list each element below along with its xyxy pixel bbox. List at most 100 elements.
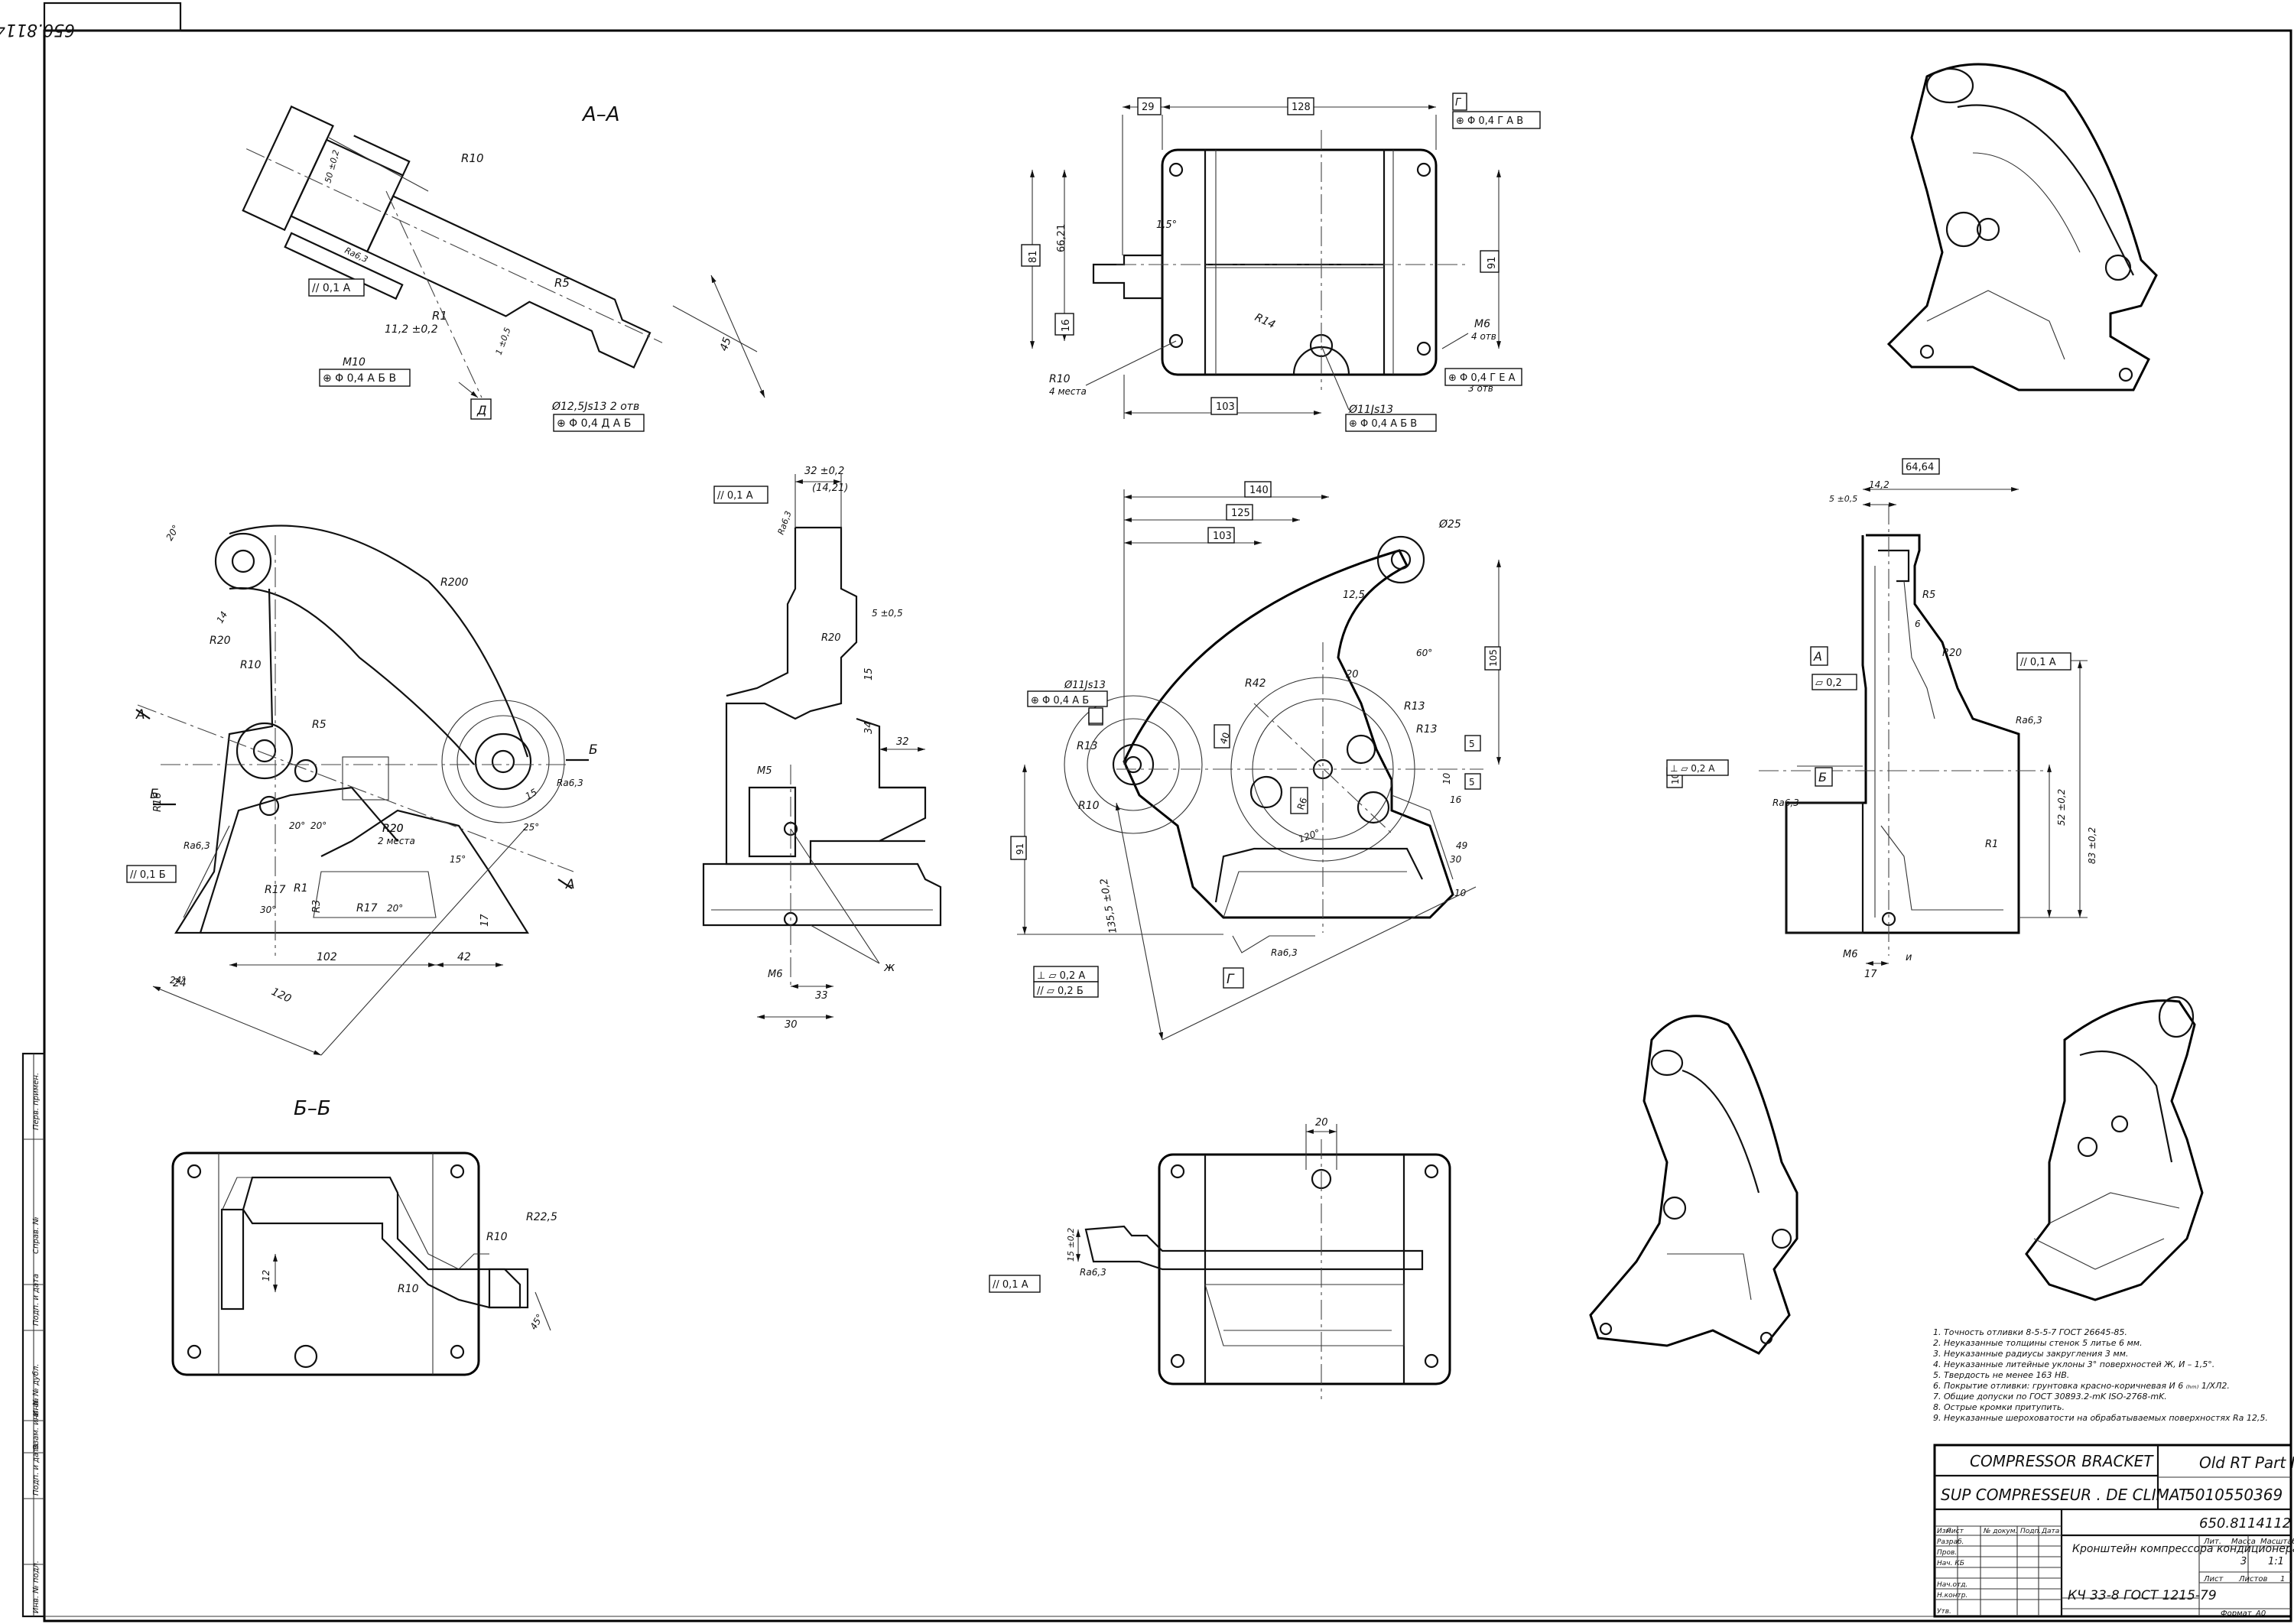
svg-text:R10: R10: [1049, 373, 1071, 385]
svg-text:R10: R10: [461, 151, 484, 165]
svg-text:1: 1: [2280, 1575, 2285, 1583]
svg-text:8. Острые кромки притупить.: 8. Острые кромки притупить.: [1933, 1402, 2065, 1412]
svg-text:15: 15: [524, 787, 539, 802]
svg-text:M10: M10: [343, 356, 366, 369]
svg-text:Взам. инв. №: Взам. инв. №: [32, 1398, 41, 1450]
svg-text:66,21: 66,21: [1056, 224, 1067, 252]
corner-stamp: 650.8114112: [0, 20, 75, 39]
svg-text:102: 102: [317, 951, 337, 963]
svg-text:R17: R17: [265, 884, 286, 896]
svg-text:R14: R14: [1253, 311, 1277, 331]
svg-text:Разраб.: Разраб.: [1937, 1538, 1964, 1546]
svg-text:1. Точность отливки 8-5-5-7 ГО: 1. Точность отливки 8-5-5-7 ГОСТ 26645-8…: [1933, 1327, 2127, 1337]
svg-text:Дата: Дата: [2041, 1528, 2059, 1535]
svg-text:Утв.: Утв.: [1937, 1608, 1951, 1616]
svg-text:16: 16: [1450, 794, 1462, 805]
svg-text:10: 10: [1441, 772, 1452, 784]
svg-text:Г: Г: [1227, 972, 1235, 987]
svg-text:Нач. КБ: Нач. КБ: [1937, 1560, 1964, 1567]
svg-text:R10: R10: [486, 1231, 508, 1243]
top-view-dims: 29 128 81 66,21 91 16 1,5° R14 R10 4 мес…: [1021, 93, 1541, 432]
svg-text:12: 12: [261, 1270, 271, 1281]
svg-text:R10: R10: [398, 1283, 419, 1295]
sheet-frame: [21, 2, 2292, 1622]
svg-text:R20: R20: [210, 635, 231, 647]
svg-text:91: 91: [1487, 256, 1498, 269]
svg-text:// 0,1 А: // 0,1 А: [717, 490, 753, 502]
section-aa-title: А–А: [581, 103, 620, 126]
svg-text:140: 140: [1249, 485, 1269, 496]
svg-text:1,5°: 1,5°: [1156, 219, 1177, 231]
svg-text:4 отв: 4 отв: [1471, 331, 1496, 342]
svg-text:Б: Б: [150, 787, 159, 802]
section-aa-view: [242, 105, 765, 420]
svg-text:105: 105: [1488, 649, 1499, 667]
svg-text:M6: M6: [1843, 949, 1858, 960]
svg-text:103: 103: [1213, 531, 1232, 542]
svg-text:5010550369: 5010550369: [2185, 1486, 2283, 1504]
svg-text:Ra6,3: Ra6,3: [557, 778, 583, 788]
svg-text:Г: Г: [1455, 97, 1462, 109]
svg-text:// 0,1 А: // 0,1 А: [312, 282, 351, 294]
svg-text:R22,5: R22,5: [526, 1211, 557, 1223]
svg-text:Справ. №: Справ. №: [32, 1216, 41, 1254]
svg-text:А: А: [135, 707, 145, 723]
svg-text:3. Неуказанные радиусы закругл: 3. Неуказанные радиусы закругления 3 мм.: [1933, 1349, 2128, 1359]
svg-text:// 0,1 Б: // 0,1 Б: [130, 869, 166, 881]
svg-text:7. Общие допуски по ГОСТ 30893: 7. Общие допуски по ГОСТ 30893.2-mK ISO-…: [1933, 1392, 2167, 1402]
svg-text:20°: 20°: [310, 820, 327, 831]
svg-text:R20: R20: [382, 823, 404, 835]
section-aa-dims: R10 R5 R1 11,2 ±0,2 M10 Ø12,5Js13 2 отв …: [308, 149, 734, 432]
section-bb-title: Б–Б: [294, 1097, 331, 1120]
svg-text:Лист: Лист: [1945, 1528, 1964, 1535]
svg-text:Ra6,3: Ra6,3: [1080, 1267, 1106, 1278]
svg-text:M6: M6: [1474, 318, 1490, 330]
svg-text:15 ±0,2: 15 ±0,2: [1066, 1228, 1076, 1262]
svg-text:1:1: 1:1: [2268, 1556, 2284, 1567]
svg-text:▱ 0,2: ▱ 0,2: [1815, 677, 1842, 689]
svg-text:Ra6,3: Ra6,3: [184, 840, 210, 851]
svg-text:КЧ 33-8 ГОСТ 1215-79: КЧ 33-8 ГОСТ 1215-79: [2068, 1588, 2217, 1603]
svg-text:⊕ Φ 0,4 А Б: ⊕ Φ 0,4 А Б: [1031, 695, 1089, 706]
svg-text:650.8114112: 650.8114112: [2199, 1515, 2291, 1531]
isometric-view-bottom-left: [1589, 1015, 1798, 1355]
svg-text:R5: R5: [1922, 590, 1935, 601]
svg-text:Ra6,3: Ra6,3: [1271, 947, 1298, 958]
svg-text:R10: R10: [240, 659, 262, 671]
svg-text:Листов: Листов: [2238, 1575, 2267, 1583]
svg-text:// 0,1 А: // 0,1 А: [993, 1279, 1028, 1291]
svg-text:4. Неуказанные литейные уклоны: 4. Неуказанные литейные уклоны 3° поверх…: [1933, 1359, 2214, 1369]
svg-text:34: 34: [863, 721, 875, 734]
svg-text:45: 45: [718, 336, 734, 352]
svg-text:49: 49: [1456, 840, 1467, 851]
svg-text:29: 29: [1142, 102, 1155, 113]
isometric-view-top-right: [1886, 63, 2158, 391]
svg-text:20: 20: [1315, 1117, 1328, 1129]
svg-text:⊥ ▱ 0,2 А: ⊥ ▱ 0,2 А: [1037, 970, 1085, 982]
svg-text:Масштаб: Масштаб: [2260, 1537, 2294, 1546]
svg-text:и: и: [1906, 952, 1912, 963]
svg-text:30°: 30°: [260, 905, 276, 915]
left-view-dims: R200 R20 14 R10 R5 R20 R17 R1 R3 R17 20°…: [126, 523, 598, 1005]
svg-text:M5: M5: [757, 765, 772, 777]
front-view-dims: 140 125 103 Ø25 12,5 R42 20 R13 R13 60° …: [1010, 481, 1501, 998]
svg-text:R5: R5: [554, 276, 570, 290]
svg-text:Нач.отд.: Нач.отд.: [1937, 1581, 1967, 1589]
svg-text:Формат: Формат: [2221, 1609, 2253, 1618]
svg-text:6: 6: [1915, 619, 1921, 629]
svg-text:Пров.: Пров.: [1937, 1549, 1957, 1557]
svg-text:120: 120: [269, 986, 293, 1005]
isometric-view-bottom-right: [2025, 996, 2204, 1301]
svg-text:20°: 20°: [387, 903, 403, 914]
svg-text:// ▱ 0,2 Б: // ▱ 0,2 Б: [1037, 986, 1084, 997]
technical-notes: 1. Точность отливки 8-5-5-7 ГОСТ 26645-8…: [1933, 1327, 2268, 1423]
section-bb-view: [171, 1151, 551, 1376]
svg-text:5. Твердость не менее 163 НВ.: 5. Твердость не менее 163 НВ.: [1933, 1370, 2069, 1380]
svg-text:№ докум.: № докум.: [1983, 1528, 2017, 1535]
svg-text:52 ±0,2: 52 ±0,2: [2056, 789, 2067, 826]
svg-text:24: 24: [173, 977, 187, 989]
svg-text:24°: 24°: [170, 975, 186, 986]
svg-text:9. Неуказанные шероховатости н: 9. Неуказанные шероховатости на обрабаты…: [1933, 1413, 2268, 1423]
svg-text:Подп. и дата: Подп. и дата: [32, 1274, 41, 1326]
svg-text:30: 30: [1450, 854, 1462, 865]
